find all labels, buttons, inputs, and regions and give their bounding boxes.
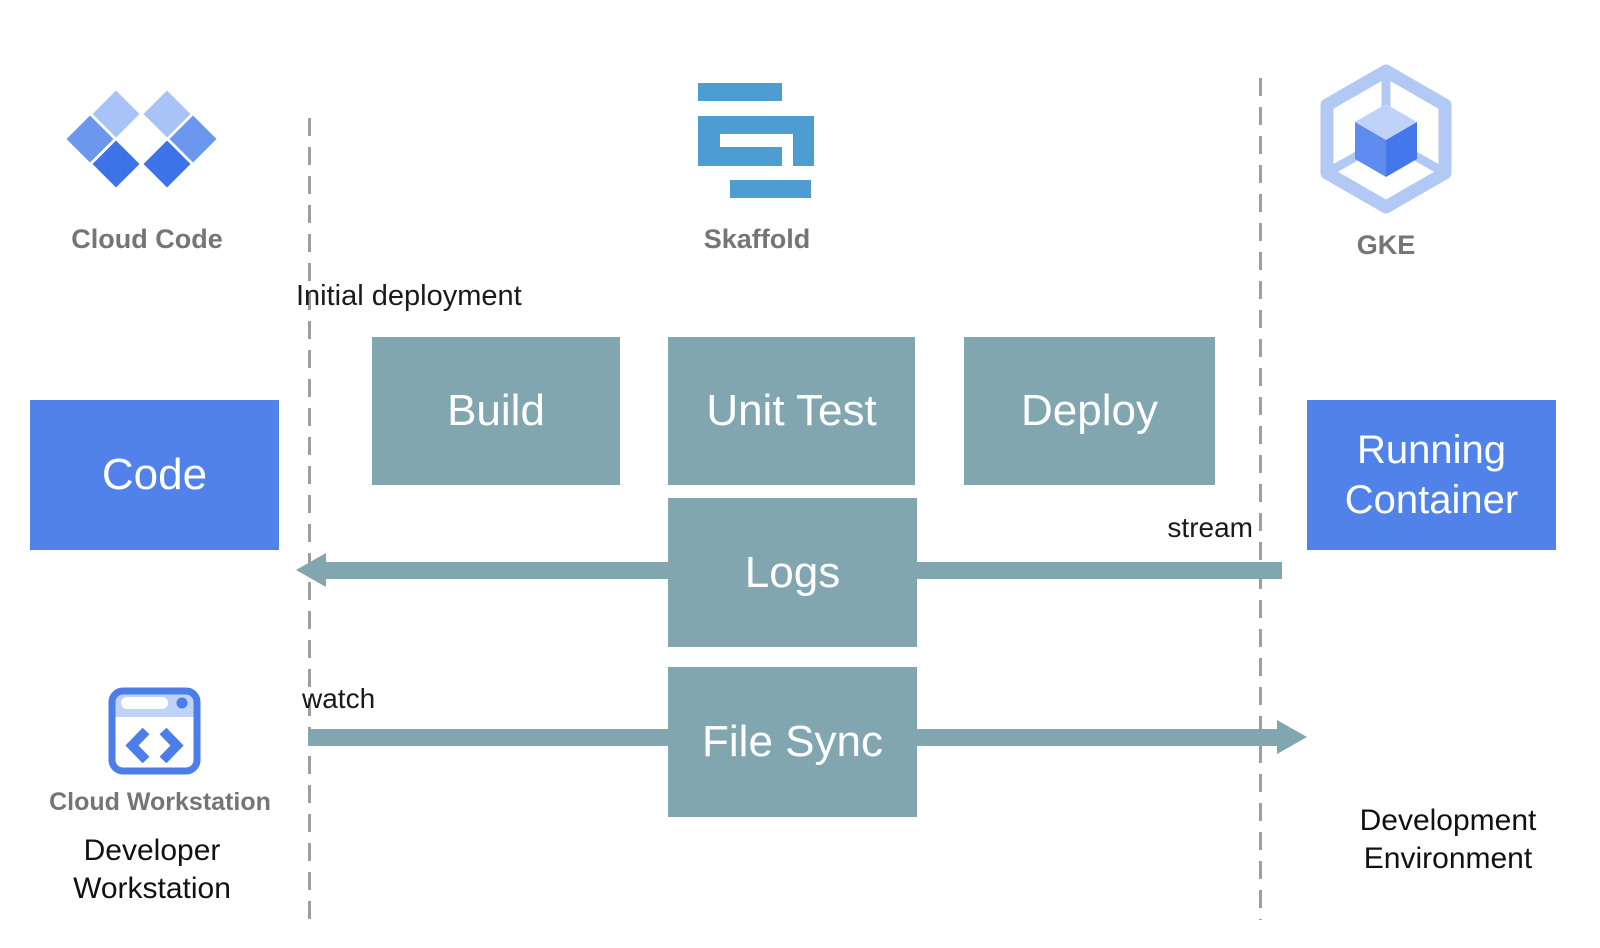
right-boundary-dashed-line	[1259, 78, 1262, 920]
logs-stream-arrowhead	[296, 553, 326, 587]
cloud-workstation-label: Cloud Workstation	[49, 788, 271, 816]
development-environment-line2: Environment	[1363, 842, 1533, 875]
watch-label: watch	[302, 683, 376, 714]
build-box-label: Build	[447, 386, 545, 435]
gke-icon	[1320, 64, 1452, 214]
running-container-line2: Container	[1344, 478, 1519, 522]
logs-box: Logs	[668, 498, 917, 647]
file-sync-box-label: File Sync	[702, 717, 883, 766]
initial-deployment-label: Initial deployment	[296, 280, 522, 312]
cloud-code-label: Cloud Code	[71, 224, 223, 254]
build-box: Build	[372, 337, 620, 485]
developer-workstation-line1: Developer	[83, 834, 221, 867]
cloud-code-icon	[66, 90, 217, 188]
stream-label: stream	[1167, 512, 1253, 543]
file-sync-box: File Sync	[668, 667, 917, 817]
unit-test-box: Unit Test	[668, 337, 915, 485]
skaffold-icon	[698, 83, 814, 198]
code-box-label: Code	[101, 450, 208, 499]
file-sync-watch-arrowhead	[1277, 720, 1307, 754]
left-boundary-dashed-line	[308, 118, 311, 930]
developer-workstation-zone-label: Developer Workstation	[27, 832, 277, 908]
gke-label: GKE	[1356, 230, 1416, 260]
deploy-box: Deploy	[964, 337, 1215, 485]
running-container-label: Running Container	[1345, 425, 1518, 525]
cloud-workstation-icon	[108, 687, 201, 775]
running-container-box: Running Container	[1307, 400, 1556, 550]
running-container-line1: Running	[1356, 428, 1506, 472]
skaffold-label: Skaffold	[703, 224, 811, 254]
development-environment-line1: Development	[1359, 804, 1537, 837]
code-box: Code	[30, 400, 279, 550]
logs-box-label: Logs	[744, 547, 841, 597]
unit-test-box-label: Unit Test	[706, 386, 877, 435]
developer-workstation-line2: Workstation	[73, 872, 231, 905]
deploy-box-label: Deploy	[1021, 386, 1158, 435]
development-environment-zone-label: Development Environment	[1322, 802, 1574, 878]
